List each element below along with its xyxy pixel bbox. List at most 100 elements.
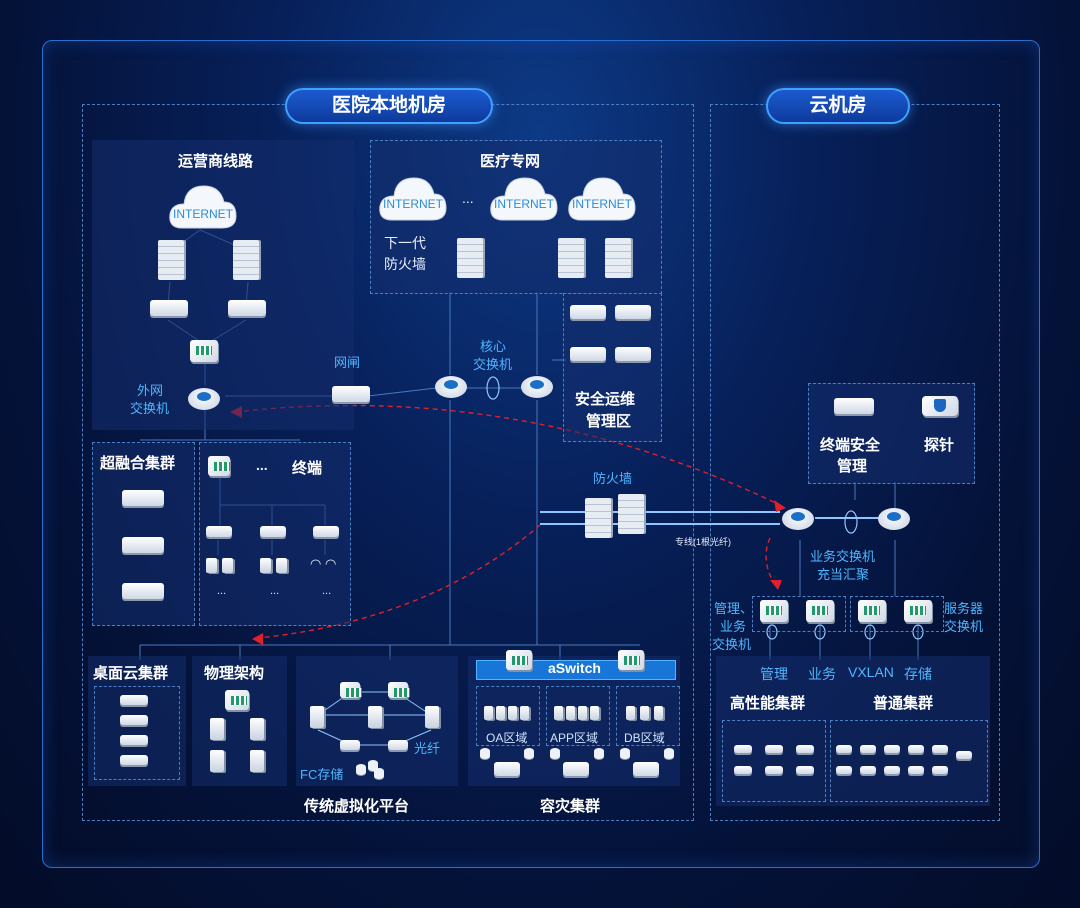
secops-label-2: 管理区	[586, 413, 632, 430]
medical-internet-label-3: INTERNET	[572, 197, 632, 211]
probe-shield-icon	[922, 396, 958, 416]
general-node-2-icon	[860, 745, 876, 753]
net-label-biz: 业务	[808, 666, 836, 682]
app-vm-1-icon	[554, 706, 563, 720]
traditional-fc-switch-1-icon	[340, 740, 360, 750]
carrier-internet-label: INTERNET	[173, 207, 233, 221]
traditional-server-2-icon	[368, 706, 382, 728]
external-switch-label-1: 外网	[137, 383, 164, 398]
ngfw-label-1: 下一代	[384, 235, 426, 251]
leased-firewall-1-icon	[585, 498, 611, 538]
dr-server-1-icon	[494, 762, 520, 776]
hospital-room-title: 医院本地机房	[285, 88, 493, 124]
carrier-panel	[92, 140, 354, 430]
app-vm-4-icon	[590, 706, 599, 720]
mgmt-switch-label-1: 管理、	[714, 601, 754, 616]
desktop-server-1-icon	[120, 695, 148, 705]
general-node-11-icon	[932, 766, 948, 774]
core-switch-label-1: 核心	[480, 339, 507, 354]
net-label-mgmt: 管理	[760, 666, 788, 682]
physical-server-4-icon	[250, 750, 264, 772]
general-node-10-icon	[908, 766, 924, 774]
medical-network-title: 医疗专网	[480, 153, 541, 170]
medical-internet-cloud-1-icon	[379, 177, 447, 221]
core-switch-label-2: 交换机	[473, 357, 513, 372]
ngfw-label-2: 防火墙	[384, 256, 426, 272]
oa-vm-4-icon	[520, 706, 529, 720]
terminal-root-switch-icon	[208, 456, 230, 476]
server-switch-2-icon	[904, 600, 932, 622]
medical-internet-cloud-3-icon	[568, 177, 636, 221]
terminal-more-3: ...	[322, 585, 332, 597]
dr-server-2-icon	[563, 762, 589, 776]
carrier-edge-switch-icon	[190, 340, 218, 362]
server-switch-1-icon	[858, 600, 886, 622]
db-vm-2-icon	[640, 706, 649, 720]
mgmt-switch-label-3: 交换机	[712, 637, 752, 652]
server-switch-box	[850, 596, 944, 632]
dr-disk-6-icon	[664, 748, 674, 759]
core-switch-1-icon	[435, 376, 467, 398]
gateway-label: 网闸	[334, 355, 361, 370]
aswitch-switch-1-icon	[506, 650, 532, 670]
physical-title: 物理架构	[204, 665, 265, 682]
terminal-ellipsis: ...	[256, 457, 268, 473]
cloud-biz-switch-1-icon	[782, 508, 814, 530]
biz-switch-label-2: 充当汇聚	[817, 567, 870, 582]
mgmt-switch-2-icon	[806, 600, 834, 622]
biz-switch-label-1: 业务交换机	[810, 549, 876, 564]
carrier-title: 运营商线路	[178, 153, 254, 170]
traditional-switch-1-icon	[340, 682, 362, 698]
cloud-room-title: 云机房	[766, 88, 910, 124]
general-node-8-icon	[860, 766, 876, 774]
net-label-vxlan: VXLAN	[848, 664, 894, 680]
db-vm-3-icon	[654, 706, 663, 720]
dr-cluster-title: 容灾集群	[540, 798, 601, 815]
carrier-switch-left-icon	[150, 300, 188, 316]
hpc-node-3-icon	[796, 745, 814, 753]
dr-server-3-icon	[633, 762, 659, 776]
secops-device-3-icon	[570, 347, 606, 361]
aswitch-switch-2-icon	[618, 650, 644, 670]
carrier-internet-cloud-icon	[169, 185, 237, 229]
hpc-node-6-icon	[796, 766, 814, 774]
probe-label: 探针	[924, 437, 955, 454]
dr-disk-1-icon	[480, 748, 490, 759]
physical-switch-icon	[225, 690, 249, 710]
aswitch-label: aSwitch	[548, 660, 601, 676]
terminal-pc-3-icon	[260, 558, 271, 573]
dr-disk-4-icon	[594, 748, 604, 759]
gateway-device-icon	[332, 386, 370, 402]
medical-firewall-2-icon	[558, 238, 584, 278]
endpoint-security-server-icon	[834, 398, 874, 414]
cloud-biz-switch-2-icon	[878, 508, 910, 530]
general-node-9-icon	[884, 766, 900, 774]
terminal-more-1: ...	[217, 585, 227, 597]
dr-disk-5-icon	[620, 748, 630, 759]
terminal-more-2: ...	[270, 585, 280, 597]
carrier-switch-right-icon	[228, 300, 266, 316]
fc-storage-disk-1-icon	[356, 764, 366, 775]
leased-line-label: 专线(1根光纤)	[675, 537, 731, 547]
mgmt-switch-box	[752, 596, 846, 632]
medical-internet-label-1: INTERNET	[383, 197, 443, 211]
db-zone-label: DB区域	[624, 731, 665, 745]
hpc-cluster-box	[722, 720, 826, 802]
terminal-pc-4-icon	[276, 558, 287, 573]
carrier-firewall-right-icon	[233, 240, 259, 280]
mgmt-switch-label-2: 业务	[720, 619, 747, 634]
general-node-3-icon	[884, 745, 900, 753]
hci-server-2-icon	[122, 537, 164, 553]
outer-frame	[42, 40, 1040, 868]
secops-device-1-icon	[570, 305, 606, 319]
general-cluster-box	[830, 720, 988, 802]
hpc-node-2-icon	[765, 745, 783, 753]
terminal-title: 终端	[292, 460, 323, 477]
terminal-pc-1-icon	[206, 558, 217, 573]
medical-internet-cloud-2-icon	[490, 177, 558, 221]
general-node-5-icon	[932, 745, 948, 753]
traditional-fc-switch-2-icon	[388, 740, 408, 750]
db-vm-1-icon	[626, 706, 635, 720]
app-vm-3-icon	[578, 706, 587, 720]
medical-internet-label-2: INTERNET	[494, 197, 554, 211]
